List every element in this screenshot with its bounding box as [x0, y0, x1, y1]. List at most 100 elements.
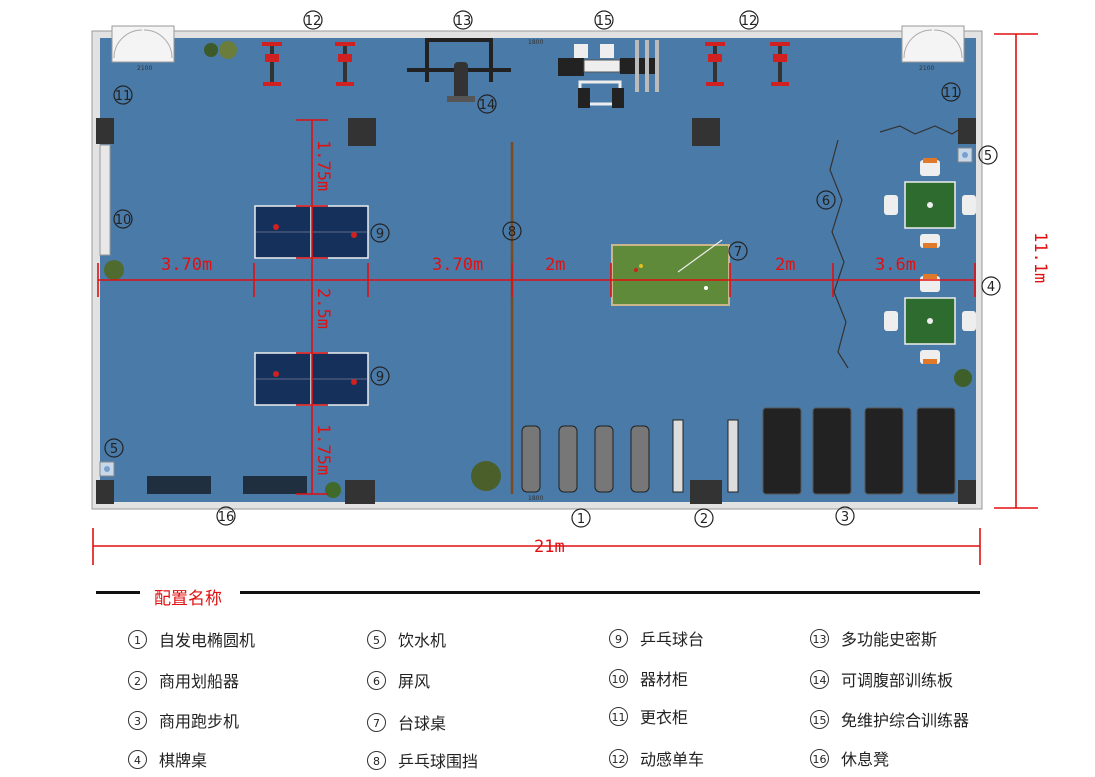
marker-4: 4 [987, 280, 995, 295]
marker-12: 12 [741, 14, 758, 29]
pillar [958, 480, 976, 504]
legend-item: 9 乒乓球台 [609, 625, 704, 651]
plant-icon [104, 260, 124, 280]
legend-number: 8 [367, 750, 386, 770]
treadmill-icon [762, 407, 956, 495]
legend-rule [96, 591, 140, 594]
dim-gap-c: 3.6m [875, 255, 916, 275]
legend-number: 13 [810, 628, 829, 648]
dimension-lines [92, 33, 1038, 565]
door-tag-right: 2100 [919, 65, 934, 72]
legend-number: 5 [367, 629, 386, 649]
door-top-left [111, 25, 175, 63]
legend-item: 3 商用跑步机 [128, 707, 239, 733]
pillar [96, 480, 114, 504]
door-tag-bottom: 1800 [528, 495, 543, 502]
spin-bike-icon [770, 42, 790, 86]
legend-item: 4 棋牌桌 [128, 746, 207, 772]
legend-label: 动感单车 [640, 750, 705, 769]
floor-plan: 2100 2100 1800 1800 [91, 10, 1050, 565]
plant-icon [954, 369, 972, 387]
dim-left-gap: 3.70m [161, 255, 212, 275]
marker-5: 5 [110, 442, 118, 457]
door-tag-top: 1800 [528, 39, 543, 46]
plant-icon [204, 43, 218, 57]
plant-icon [471, 461, 501, 491]
marker-16: 16 [218, 510, 235, 525]
dim-middle-gap: 3.70m [432, 255, 483, 275]
marker-9: 9 [376, 370, 384, 385]
pillar [348, 118, 376, 146]
legend-number: 11 [609, 706, 628, 726]
legend-number: 4 [128, 749, 147, 769]
spin-bike-icon [705, 42, 725, 86]
partition-screen [829, 139, 849, 369]
legend-item: 6 屏风 [367, 667, 430, 693]
legend-item: 5 饮水机 [367, 626, 446, 652]
legend-label: 商用划船器 [159, 672, 240, 691]
pillar [345, 480, 375, 504]
ab-bench-icon [447, 62, 475, 102]
card-table [884, 158, 976, 248]
pillar [690, 480, 722, 504]
legend-number: 14 [810, 669, 829, 689]
legend-item: 8 乒乓球围挡 [367, 747, 478, 773]
legend-label: 棋牌桌 [159, 751, 208, 770]
multi-station-trainer-icon [558, 40, 659, 108]
legend-title: 配置名称 [154, 589, 222, 609]
legend-number: 6 [367, 670, 386, 690]
legend-label: 屏风 [398, 672, 431, 691]
legend-number: 15 [810, 709, 829, 729]
marker-8: 8 [508, 225, 516, 240]
legend-number: 12 [609, 748, 628, 768]
dim-total-height: 11.1m [1030, 232, 1050, 283]
spin-bike-icon [335, 42, 355, 86]
pillar [96, 118, 114, 144]
legend-number: 7 [367, 712, 386, 732]
plant-icon [219, 41, 237, 59]
rest-bench [147, 476, 211, 494]
legend-item: 11 更衣柜 [609, 703, 688, 729]
legend-number: 16 [810, 748, 829, 768]
legend-label: 乒乓球围挡 [398, 752, 479, 771]
pillar [958, 118, 976, 144]
dim-gap-b: 2m [775, 255, 795, 275]
legend-label: 饮水机 [398, 631, 447, 650]
legend-number: 9 [609, 628, 628, 648]
legend-label: 多功能史密斯 [841, 630, 938, 649]
marker-11: 11 [115, 89, 132, 104]
elliptical-icon [521, 425, 650, 493]
legend-label: 乒乓球台 [640, 630, 705, 649]
legend-rule [240, 591, 980, 594]
legend-number: 1 [128, 629, 147, 649]
rest-bench [243, 476, 307, 494]
legend-item: 15 免维护综合训练器 [810, 706, 969, 732]
legend-number: 10 [609, 668, 628, 688]
legend-label: 休息凳 [841, 750, 890, 769]
dim-table-gap: 2.5m [313, 288, 333, 329]
legend-label: 自发电椭圆机 [159, 631, 256, 650]
legend-item: 13 多功能史密斯 [810, 625, 937, 651]
legend-label: 器材柜 [640, 670, 689, 689]
legend-label: 更衣柜 [640, 708, 689, 727]
legend-item: 16 休息凳 [810, 745, 889, 771]
marker-11: 11 [943, 86, 960, 101]
legend-label: 商用跑步机 [159, 712, 240, 731]
dim-gap-a: 2m [545, 255, 565, 275]
equipment-cabinet [99, 144, 111, 256]
marker-6: 6 [822, 194, 830, 209]
legend-label: 免维护综合训练器 [841, 711, 970, 730]
plant-icon [325, 482, 341, 498]
legend-item: 10 器材柜 [609, 665, 688, 691]
door-top-right [901, 25, 965, 63]
rower-icon [672, 419, 739, 493]
dim-top-gap: 1.75m [313, 140, 333, 191]
marker-3: 3 [841, 510, 849, 525]
billiard-table [611, 239, 730, 306]
marker-1: 1 [577, 512, 585, 527]
marker-2: 2 [700, 512, 708, 527]
legend-number: 3 [128, 710, 147, 730]
